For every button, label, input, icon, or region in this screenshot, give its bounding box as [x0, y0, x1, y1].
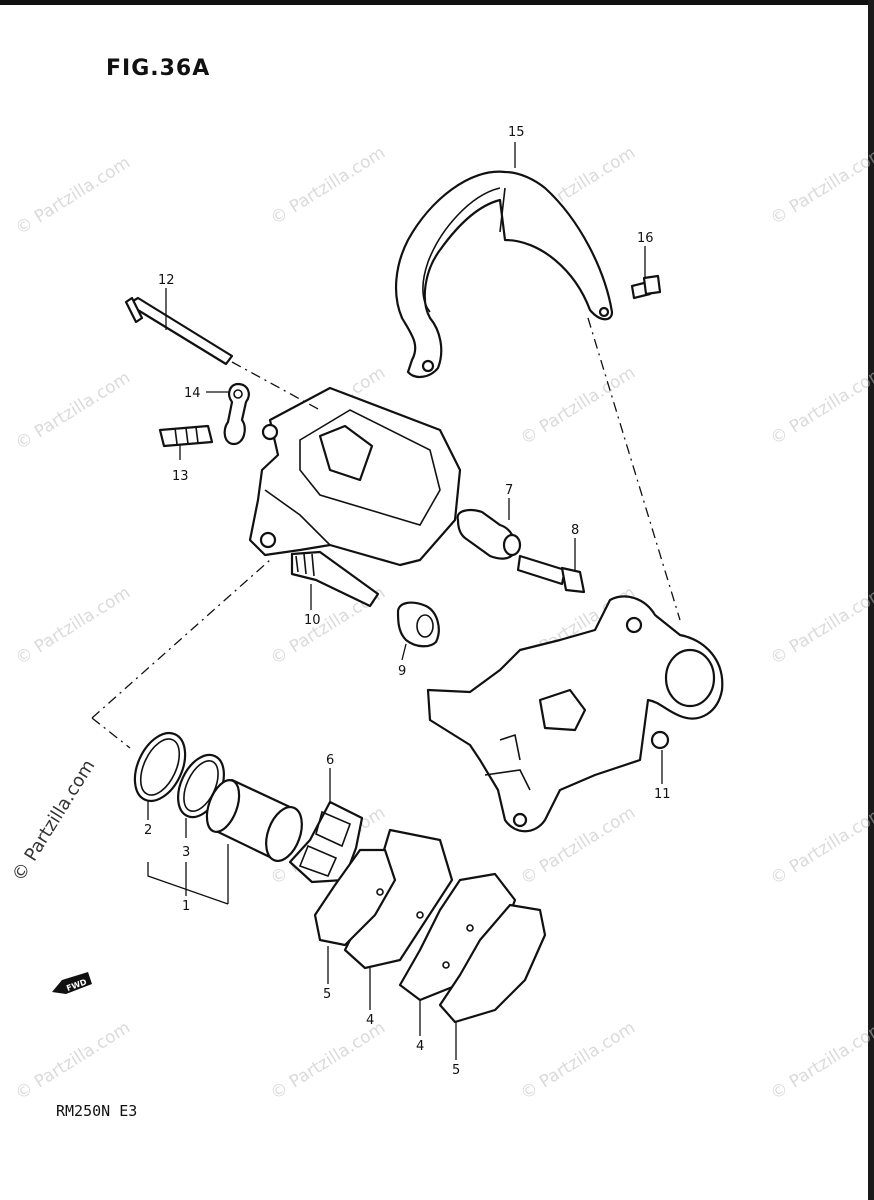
watermark: © Partzilla.com	[12, 1018, 134, 1104]
watermark: © Partzilla.com	[267, 1018, 389, 1104]
watermark: © Partzilla.com	[267, 143, 389, 229]
slide-pin	[290, 550, 380, 608]
caliper-piston	[205, 778, 303, 862]
watermark: © Partzilla.com	[517, 363, 639, 449]
caliper-sleeve	[456, 509, 522, 560]
watermark: © Partzilla.com	[12, 583, 134, 669]
leader-lines	[147, 142, 663, 1060]
callout-13: 13	[172, 469, 189, 484]
callout-7: 7	[505, 483, 513, 498]
callout-8: 8	[571, 523, 579, 538]
pin-boot	[396, 601, 440, 648]
callout-4a: 4	[366, 1013, 374, 1028]
caliper-pin	[124, 296, 234, 366]
watermark: © Partzilla.com	[767, 363, 874, 449]
callout-9: 9	[398, 664, 406, 679]
watermark: © Partzilla.com	[12, 368, 134, 454]
brake-hose-guard	[394, 170, 614, 378]
caliper-body	[248, 386, 462, 567]
watermark: © Partzilla.com	[767, 1018, 874, 1104]
model-code: RM250N E3	[56, 1102, 138, 1120]
callout-4b: 4	[416, 1039, 424, 1054]
callout-12: 12	[158, 273, 175, 288]
bleeder-valve	[158, 424, 214, 448]
callout-14: 14	[184, 386, 201, 401]
callout-15: 15	[508, 125, 525, 140]
callout-3: 3	[182, 845, 190, 860]
callout-2: 2	[144, 823, 152, 838]
watermark: © Partzilla.com	[12, 153, 134, 239]
callout-1: 1	[182, 899, 190, 914]
brake-pad-outer	[398, 872, 547, 1024]
callout-5a: 5	[323, 987, 331, 1002]
right-border	[868, 0, 874, 1200]
callout-10: 10	[304, 613, 321, 628]
callout-6: 6	[326, 753, 334, 768]
watermark: © Partzilla.com	[517, 1018, 639, 1104]
centerlines	[91, 317, 681, 749]
caliper-bracket	[426, 595, 724, 833]
guard-bolt	[630, 274, 662, 300]
figure-title: FIG.36A	[106, 56, 211, 81]
bleeder-cap	[223, 382, 250, 446]
top-border	[0, 0, 874, 5]
pad-spring	[288, 800, 364, 884]
callout-16: 16	[637, 231, 654, 246]
fwd-arrow-icon: FWD	[52, 972, 92, 994]
watermark: © Partzilla.com	[767, 143, 874, 229]
watermark: © Partzilla.com	[767, 803, 874, 889]
callout-11: 11	[654, 787, 671, 802]
brake-pad-inner	[313, 828, 454, 970]
piston-seal	[133, 731, 187, 803]
watermark: © Partzilla.com	[767, 583, 874, 669]
callout-labels: 15 16 12 14 13 7 8 10 9 11 6 2 3 1 5 4 4…	[144, 125, 671, 1078]
caliper-bolt	[516, 554, 586, 594]
callout-5b: 5	[452, 1063, 460, 1078]
